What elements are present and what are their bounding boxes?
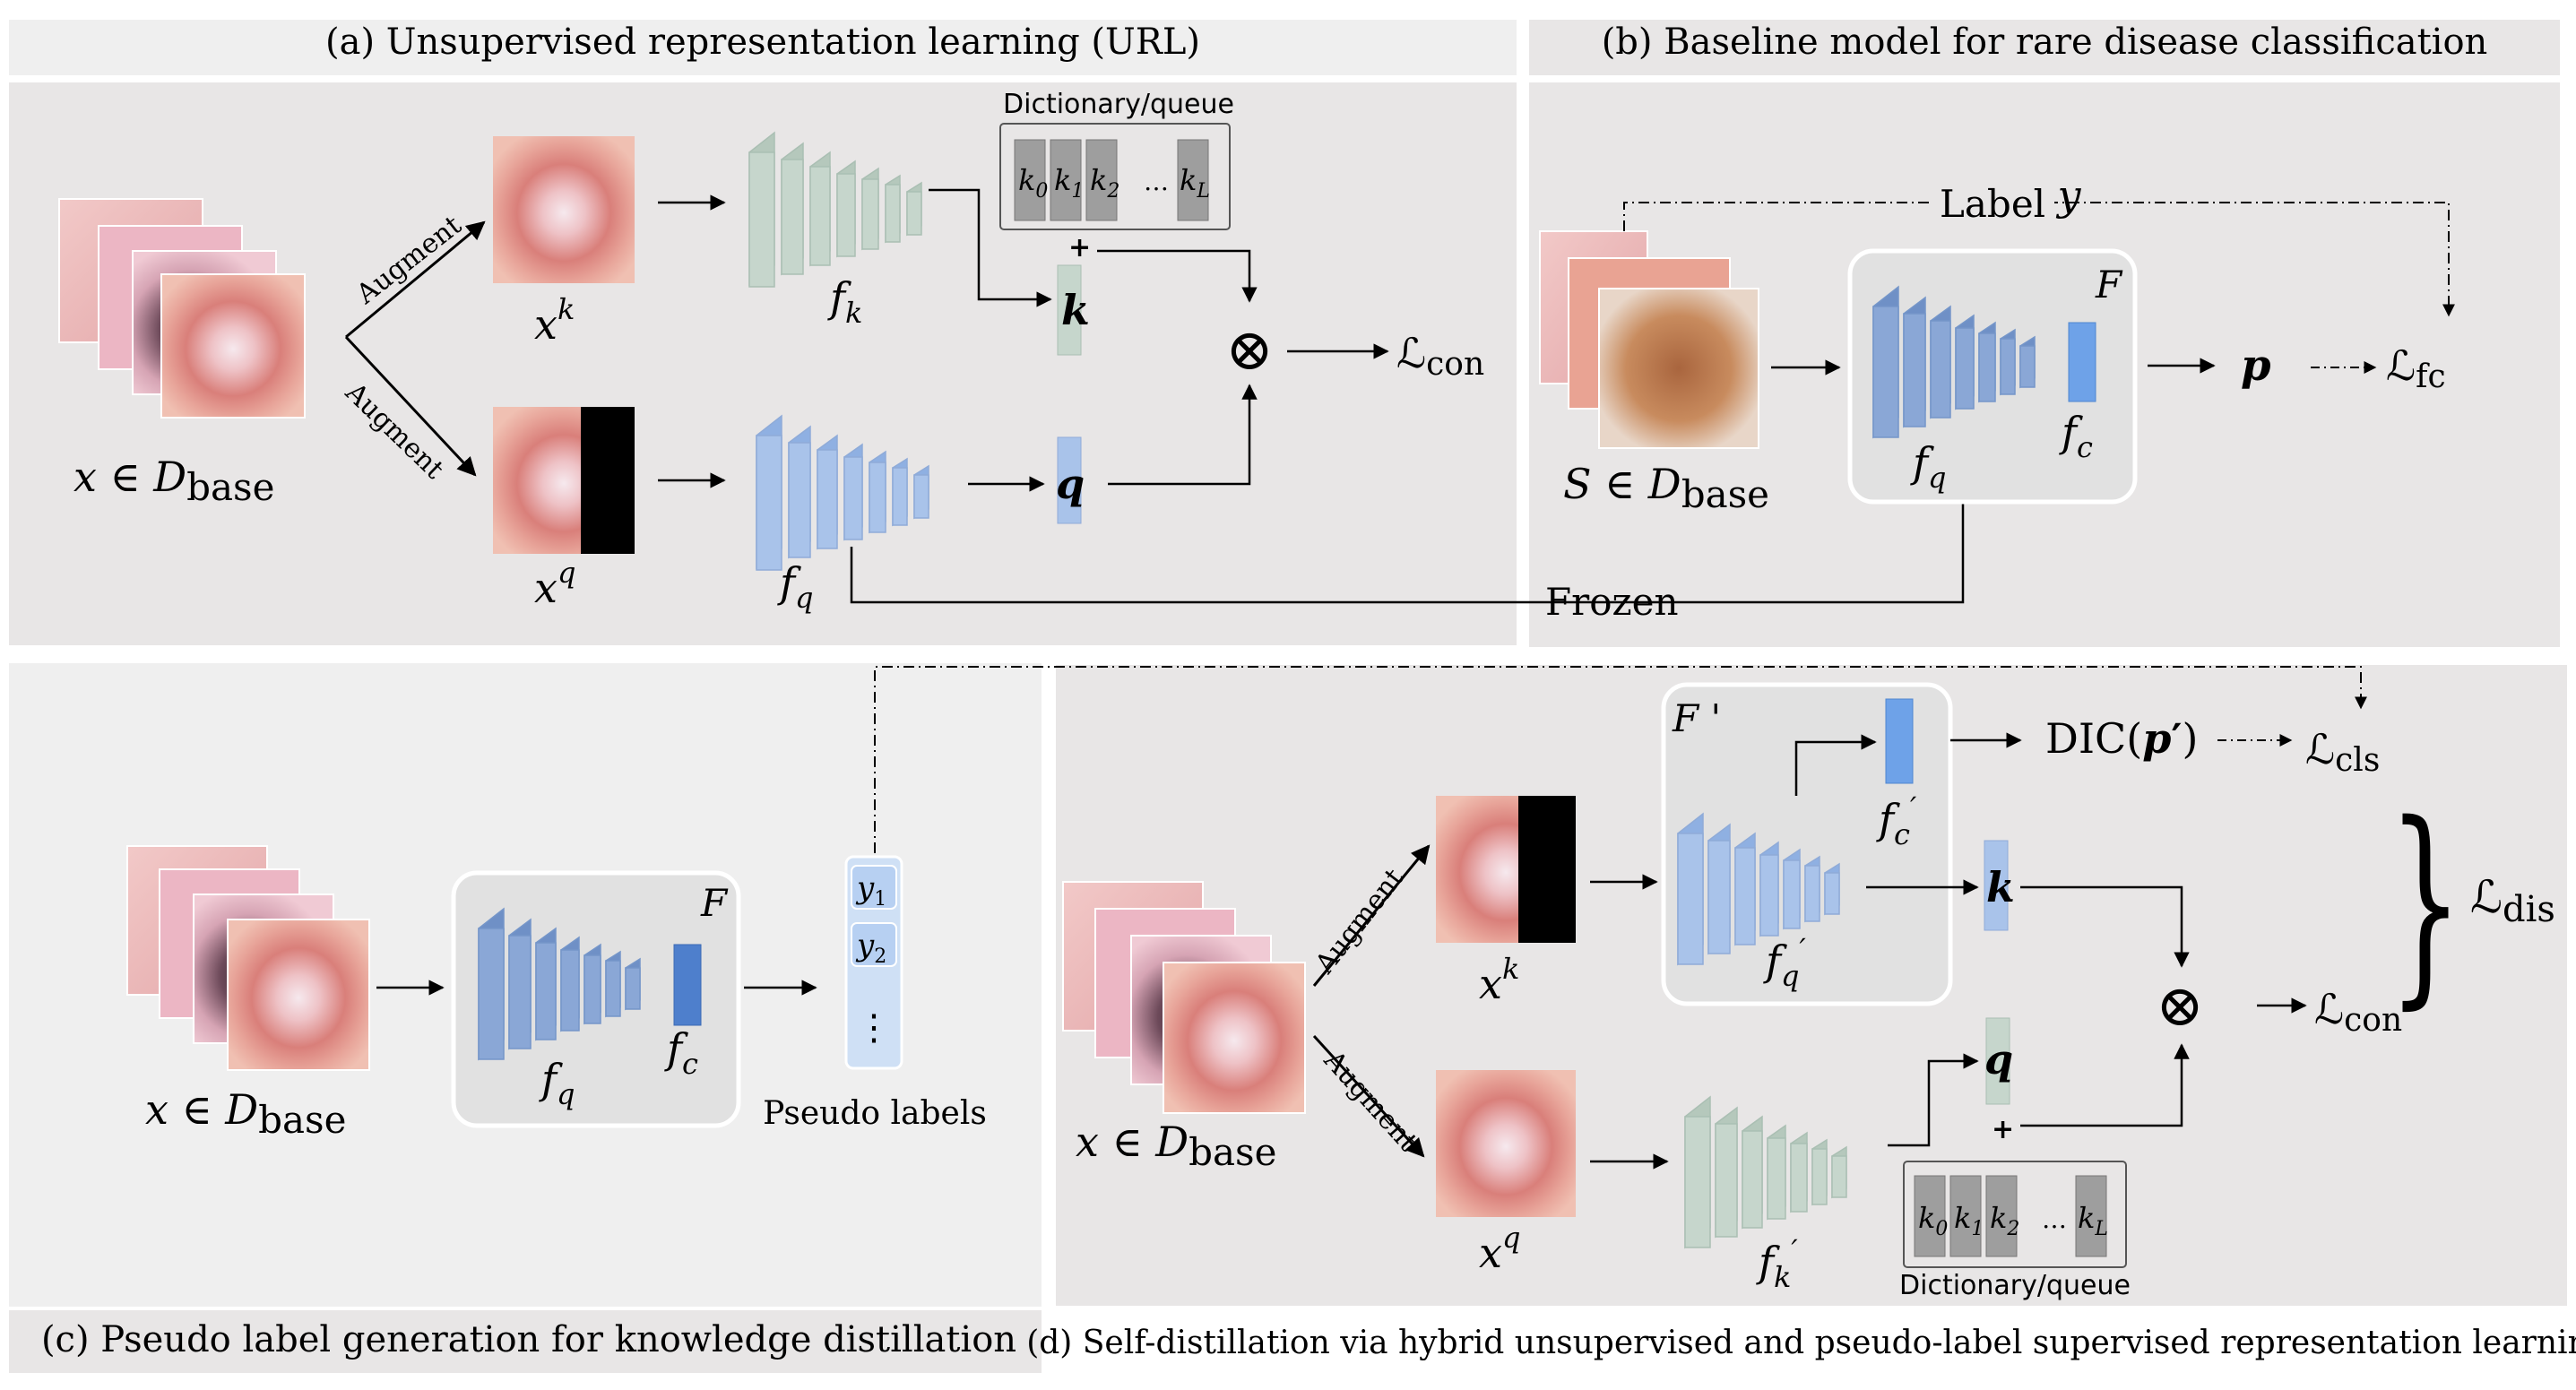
input-image-stack-d	[1062, 881, 1306, 1114]
xq-label-d: xq	[1479, 1221, 1520, 1277]
xk-label-d: xk	[1479, 952, 1519, 1008]
dict-k0-a: k0	[1018, 163, 1048, 203]
dict-k2-d: k2	[1990, 1201, 2019, 1240]
dictionary-label-a: Dictionary/queue	[1003, 89, 1234, 120]
xk-image-a	[493, 136, 635, 283]
fq-prime-label: fq′	[1763, 932, 1807, 993]
plus-sign-d: +	[1992, 1114, 2014, 1145]
arrow-q-to-otimes	[1108, 384, 1258, 486]
input-image-stack-b	[1539, 230, 1759, 449]
classifier-fc-c	[673, 944, 702, 1026]
otimes-a: ⊗	[1225, 317, 1274, 384]
F-label-c: F	[700, 881, 729, 925]
classifier-fc-b	[2068, 322, 2096, 402]
xk-label-a: xk	[534, 292, 575, 349]
augment-arrow-bottom-d	[1312, 1034, 1425, 1158]
fq-label-b: fq	[1910, 438, 1947, 495]
pseudo-y2: y2	[855, 928, 886, 968]
fq-label-a: fq	[777, 558, 814, 615]
loss-cls: ℒcls	[2305, 725, 2380, 779]
otimes-d: ⊗	[2156, 973, 2204, 1040]
k-vector-a	[1057, 264, 1082, 356]
loss-con-a: ℒcon	[1396, 329, 1484, 383]
panel-c: x ∈ Dbase F fq fc y1 y2 ⋮ Pseudo labels	[126, 666, 2367, 1142]
pseudo-vdots: ⋮	[856, 1007, 892, 1049]
label-y-bg	[1932, 179, 2054, 220]
dict-k1-d: k1	[1954, 1201, 1984, 1240]
dict-kL-d: kL	[2078, 1201, 2108, 1240]
arrow-dict-to-otimes	[1097, 249, 1258, 303]
augment-arrow-top-d	[1312, 844, 1431, 987]
F-label-b: F	[2095, 263, 2123, 306]
xk-mask-d	[1518, 796, 1576, 943]
arrow-k-to-otimes-d	[2020, 885, 2190, 968]
loss-fc: ℒfc	[2386, 341, 2446, 395]
panel-a-title-bar	[9, 20, 1517, 75]
panel-b-title-bar	[1529, 20, 2560, 75]
pseudo-labels-caption: Pseudo labels	[763, 1095, 987, 1132]
q-vector-d	[1985, 1017, 2010, 1105]
panel-d-title: (d) Self-distillation via hybrid unsuper…	[1026, 1325, 2576, 1361]
panel-b: S ∈ Dbase F fq fc p ℒfc Label y Frozen	[1539, 171, 2455, 624]
arrow-to-fc-prime	[1794, 734, 1877, 796]
encoder-fq-c	[478, 907, 641, 1061]
pseudo-y1-cell	[851, 865, 897, 910]
xq-label-a: xq	[534, 556, 575, 612]
dic-p-prime: DIC(p′)	[2045, 714, 2198, 763]
panel-c-title: (c) Pseudo label generation for knowledg…	[41, 1319, 1016, 1360]
dict-kL-a: kL	[1180, 163, 1210, 203]
q-vector-a	[1057, 436, 1082, 524]
panel-c-title-bar	[9, 1310, 1042, 1373]
panel-a-title: (a) Unsupervised representation learning…	[325, 22, 1200, 63]
augment-arrow-bottom-a	[344, 335, 477, 477]
encoder-fq-a	[756, 414, 929, 571]
loss-dis: ℒdis	[2470, 871, 2555, 930]
augment-arrow-top-a	[345, 220, 486, 339]
pseudo-to-lcls-line	[874, 666, 2367, 853]
k-bold-label-d: k	[1986, 863, 2015, 911]
dict-dots-a: …	[1144, 167, 1169, 196]
classifier-fc-prime	[1885, 698, 1914, 784]
x-in-dbase-label-c: x ∈ Dbase	[145, 1085, 346, 1142]
label-y: Label y	[1940, 171, 2081, 226]
pseudo-y2-cell	[851, 922, 897, 967]
xq-image-d	[1436, 1070, 1576, 1217]
q-bold-label-a: q	[1056, 460, 1085, 508]
k-bold-label-a: k	[1061, 286, 1090, 334]
loss-con-d: ℒcon	[2314, 985, 2402, 1039]
encoder-fk-prime-d	[1684, 1095, 1847, 1249]
encoder-fq-b	[1872, 285, 2036, 439]
dict-k2-a: k2	[1090, 163, 1119, 203]
p-bold-label: p	[2241, 341, 2271, 391]
q-bold-label-d: q	[1984, 1035, 2013, 1084]
frozen-arrow	[850, 419, 1971, 604]
dict-k0-d: k0	[1918, 1201, 1948, 1240]
Fprime-label: F '	[1672, 696, 1721, 740]
input-image-stack-a	[58, 198, 306, 419]
dictionary-keys-a	[1014, 139, 1209, 221]
x-in-dbase-label-d: x ∈ Dbase	[1076, 1118, 1276, 1174]
plus-sign-a: +	[1068, 232, 1091, 263]
arrow-dict-to-otimes-d	[2020, 1043, 2190, 1127]
arrow-fk-to-k	[929, 188, 1052, 307]
brace: }	[2388, 777, 2463, 1028]
encoder-fq-prime-d	[1677, 812, 1840, 966]
dict-dots-d: …	[2042, 1204, 2067, 1234]
pseudo-y1: y1	[855, 870, 886, 911]
input-image-stack-c	[126, 845, 370, 1071]
encoder-fk-a	[748, 131, 922, 288]
panel-b-title: (b) Baseline model for rare disease clas…	[1602, 22, 2488, 63]
frozen-label: Frozen	[1545, 580, 1679, 624]
dictionary-label-d: Dictionary/queue	[1899, 1270, 2131, 1301]
fc-prime-label: fc′	[1876, 790, 1917, 851]
arrow-fk-prime-to-q	[1888, 1053, 1979, 1147]
dictionary-keys-d	[1914, 1175, 2107, 1257]
xq-mask-a	[581, 407, 635, 554]
k-vector-d	[1984, 840, 2009, 931]
dict-k1-a: k1	[1054, 163, 1084, 203]
s-in-dbase-label: S ∈ Dbase	[1563, 460, 1769, 516]
x-in-dbase-label-a: x ∈ Dbase	[73, 453, 274, 509]
